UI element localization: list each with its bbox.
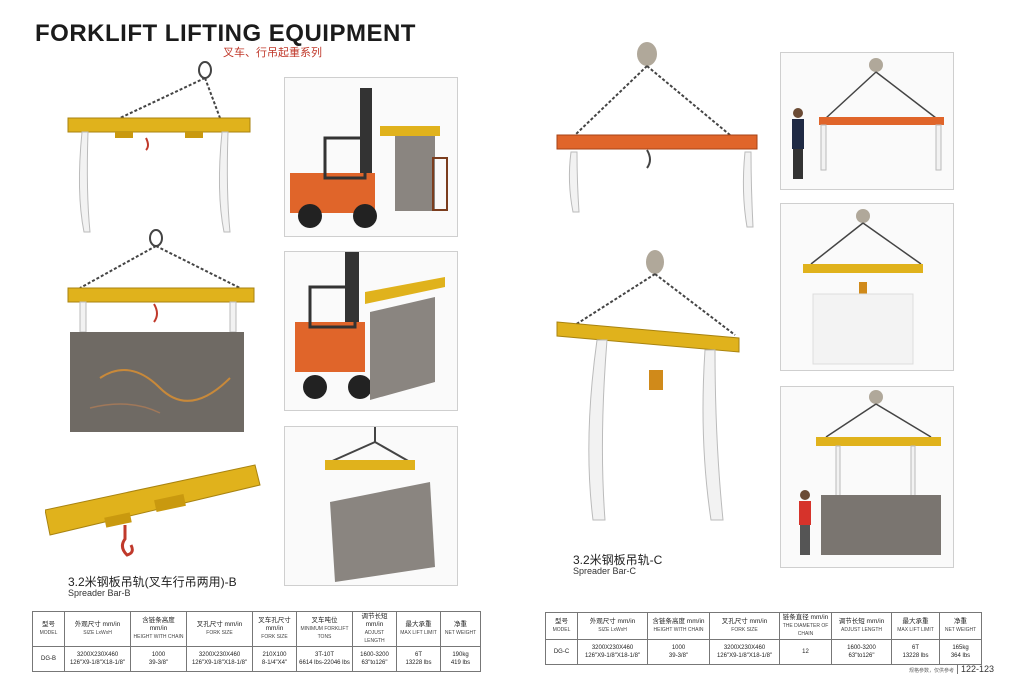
footer-note: 规格参数，仅供参考 [908, 668, 954, 674]
spreader-bar-b-straps-illustration [67, 61, 251, 233]
cell-model: DG-C [545, 639, 578, 665]
spreader-bar-c-yellow-illustration [556, 250, 740, 521]
cell-chain-diameter: 12 [779, 639, 832, 665]
photo-bar-c-white-slab [780, 203, 954, 371]
photo-forklift-slab-1 [284, 77, 458, 237]
page-title: FORKLIFT LIFTING EQUIPMENT [35, 20, 416, 47]
spreader-bar-b-slab-illustration [67, 229, 255, 432]
caption-bar-b-en: Spreader Bar-B [68, 588, 131, 598]
cell-model: DG-B [32, 646, 65, 672]
spreader-bar-b-detail-illustration [45, 464, 261, 557]
caption-bar-c-cn: 3.2米钢板吊轨-C [573, 553, 663, 567]
photo-forklift-slab-2 [284, 251, 458, 411]
photo-bar-c-grey-slab-worker [780, 386, 954, 568]
page-number-text: 122-123 [956, 664, 994, 674]
photo-bar-b-hanging-slab [284, 426, 458, 586]
photo-bar-c-with-worker [780, 52, 954, 190]
caption-bar-b-cn: 3.2米钢板吊轨(叉车行吊两用)-B [68, 575, 237, 589]
caption-bar-c-en: Spreader Bar-C [573, 566, 637, 576]
page-subtitle: 叉车、行吊起重系列 [223, 47, 322, 59]
spreader-bar-c-orange-illustration [556, 42, 758, 228]
